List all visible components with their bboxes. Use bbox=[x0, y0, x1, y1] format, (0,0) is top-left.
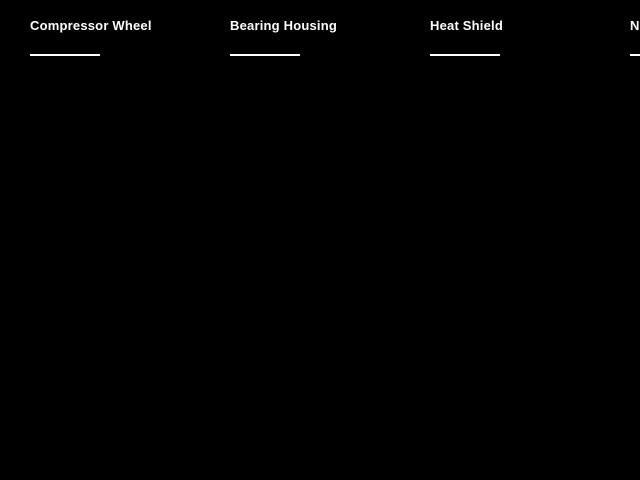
field-label: Bearing Housing bbox=[230, 18, 338, 33]
field-heat-shield: Heat Shield bbox=[430, 18, 630, 78]
field-label: Heat Shield bbox=[430, 18, 503, 33]
field-bearing-housing: Bearing Housing bbox=[230, 18, 430, 78]
field-compressor-wheel: Compressor Wheel bbox=[30, 18, 230, 78]
field-blank-line bbox=[230, 54, 300, 56]
field-noozles: Noozles bbox=[630, 18, 640, 78]
form-grid: Compressor Wheel Bearing Housing Heat Sh… bbox=[30, 18, 640, 78]
field-blank-line bbox=[30, 54, 100, 56]
field-blank-line bbox=[630, 54, 640, 56]
field-label: Compressor Wheel bbox=[30, 18, 152, 33]
field-blank-line bbox=[430, 54, 500, 56]
field-label: Noozles bbox=[630, 18, 640, 33]
